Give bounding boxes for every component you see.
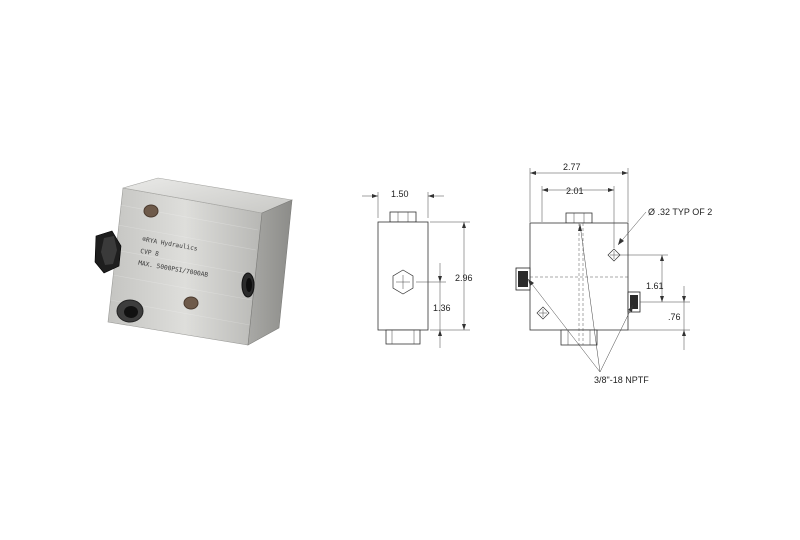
side-view-drawing: 1.50 2.96 1.36 [362,189,473,348]
side-port [241,272,255,298]
side-width-dimension: 1.50 [391,189,409,199]
thread-callout: 3/8"-18 NPTF [594,375,649,385]
side-view-bottom-boss [385,329,421,345]
front-view-bottom-boss [560,329,598,346]
left-hex-fitting [94,230,122,274]
front-view-hole-upper [607,248,621,262]
front-port-height-dimension: 1.61 [646,281,664,291]
side-view-top-nut [389,211,417,223]
side-view-port-hex [392,269,414,295]
etched-model: CVP 8 [140,248,160,258]
hole-callout: Ø .32 TYP OF 2 [648,207,712,217]
front-port [116,299,144,323]
front-view-top-nut [565,212,593,224]
front-view-hole-lower [536,306,550,320]
mounting-hole-bottom [183,296,199,310]
valve-block-photo: ®RYA Hydraulics CVP 8 MAX. 5000PSI/7000A… [94,177,294,346]
front-view-drawing: 2.77 2.01 Ø .32 TYP OF 2 1.61 .76 3/8"-1… [515,162,712,385]
side-port-height-dimension: 1.36 [433,303,451,313]
front-overall-width-dimension: 2.77 [563,162,581,172]
valve-block-side-face [247,199,293,346]
front-lower-port-dimension: .76 [668,312,681,322]
mounting-hole-top [143,204,159,218]
side-height-dimension: 2.96 [455,273,473,283]
front-body-width-dimension: 2.01 [566,186,584,196]
